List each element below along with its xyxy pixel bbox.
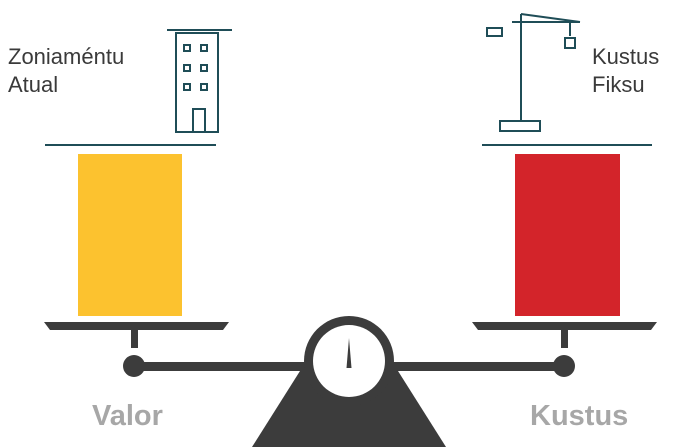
right-bottom-label: Kustus	[530, 400, 629, 432]
scale-base	[252, 371, 446, 447]
right-label: Kustus Fiksu	[592, 43, 659, 99]
left-label-line2: Atual	[8, 72, 59, 97]
gauge	[304, 316, 394, 406]
left-label-line1: Zoniaméntu	[8, 44, 125, 69]
left-bottom-label: Valor	[92, 400, 163, 432]
left-label: Zoniaméntu Atual	[8, 43, 124, 99]
crane-icon	[486, 13, 581, 132]
gauge-needle	[346, 338, 352, 368]
left-pan	[44, 322, 229, 377]
left-bar	[78, 154, 182, 316]
right-label-line1: Kustus	[592, 44, 660, 69]
right-bar	[515, 154, 620, 316]
right-label-line2: Fiksu	[592, 72, 645, 97]
building-icon	[167, 29, 232, 133]
